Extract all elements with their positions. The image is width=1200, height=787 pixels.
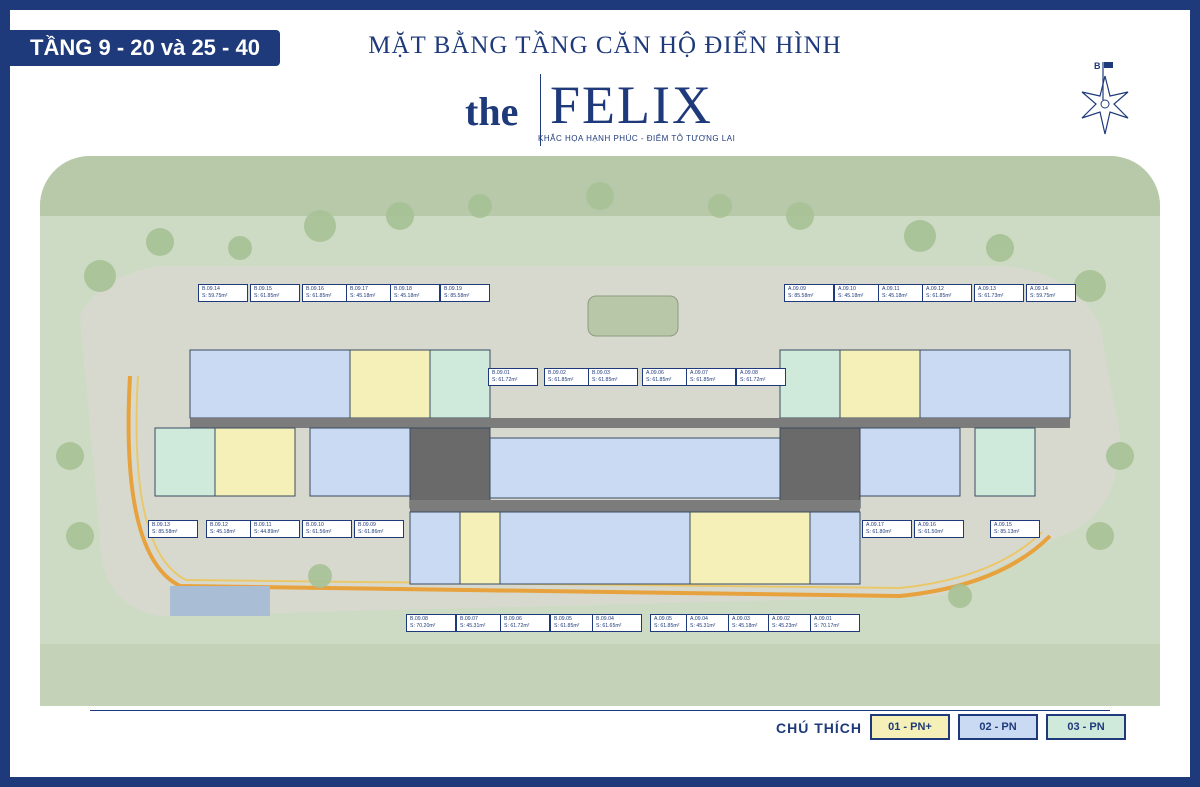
legend-item-2br: 02 - PN xyxy=(958,714,1038,740)
brand-name: FELIX xyxy=(550,75,713,135)
legend-item-3br: 03 - PN xyxy=(1046,714,1126,740)
floor-range-badge: TẦNG 9 - 20 và 25 - 40 xyxy=(10,30,280,66)
legend-item-1br: 01 - PN+ xyxy=(870,714,950,740)
compass-icon: B xyxy=(1081,61,1129,135)
page-heading: MẶT BẰNG TẦNG CĂN HỘ ĐIỂN HÌNH xyxy=(368,32,842,59)
legend-title: CHÚ THÍCH xyxy=(776,720,862,736)
brand-divider xyxy=(540,74,541,146)
compass-label: B xyxy=(1094,61,1101,71)
brand-prefix: the xyxy=(465,89,519,134)
brand-tagline: KHẮC HỌA HẠNH PHÚC - ĐIỂM TÔ TƯƠNG LAI xyxy=(538,134,736,143)
legend-divider xyxy=(90,710,1110,711)
floor-plan-frame: TẦNG 9 - 20 và 25 - 40 MẶT BẰNG TẦNG CĂN… xyxy=(10,10,1190,777)
